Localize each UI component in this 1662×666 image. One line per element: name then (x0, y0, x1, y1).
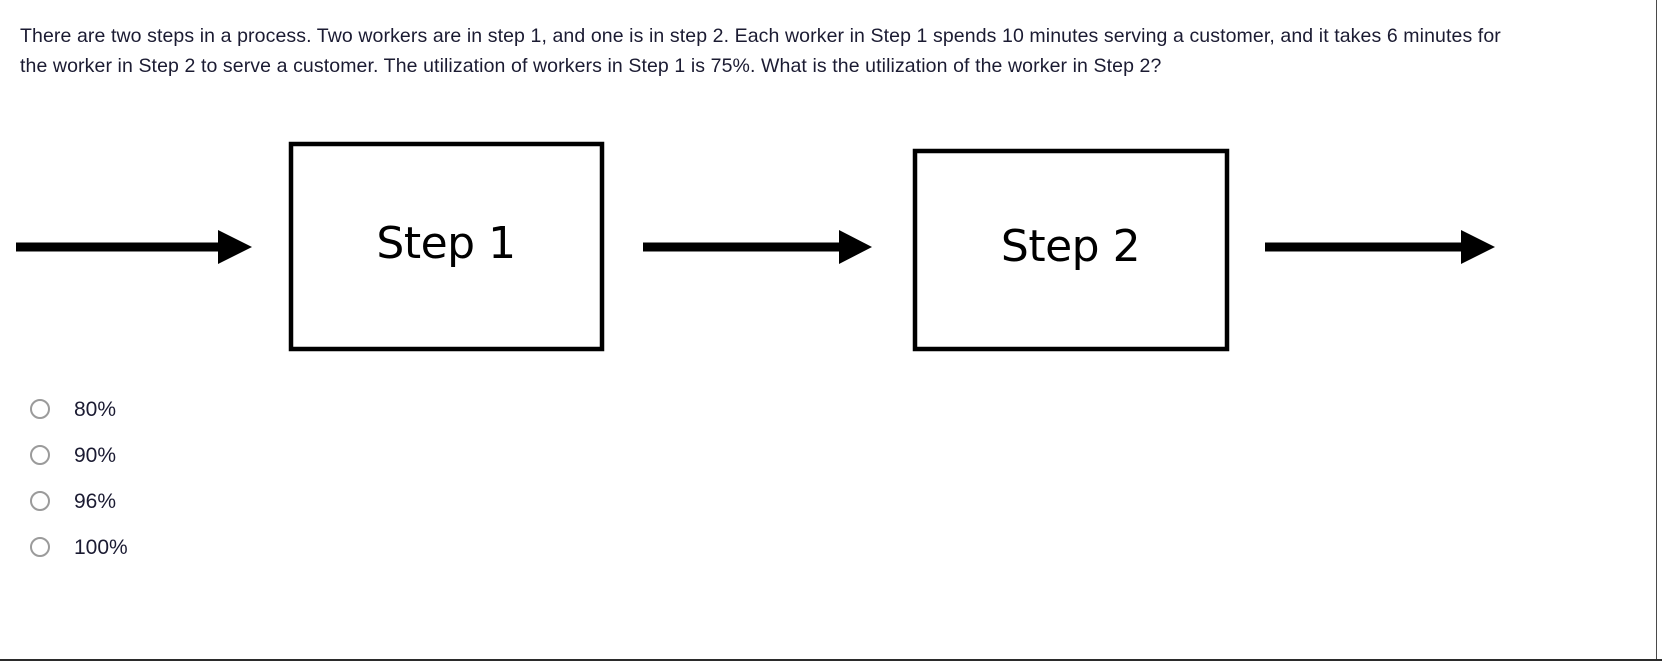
answer-option-label: 80% (74, 397, 117, 421)
answer-option-label: 90% (74, 443, 117, 467)
step1-to-step2-arrow (643, 230, 872, 264)
inflow-arrow (16, 230, 252, 264)
radio-button-80[interactable] (30, 399, 50, 419)
step-1-label: Step 1 (376, 218, 516, 269)
outflow-arrow (1265, 230, 1495, 264)
answer-option-label: 100% (74, 535, 128, 559)
bottom-divider (0, 659, 1662, 661)
radio-button-90[interactable] (30, 445, 50, 465)
question-text: There are two steps in a process. Two wo… (20, 25, 1507, 77)
answer-option-label: 96% (74, 489, 117, 513)
right-edge-rule (1656, 0, 1657, 659)
radio-button-100[interactable] (30, 537, 50, 557)
answer-option-90[interactable]: 90% (30, 432, 430, 478)
answer-options-list: 80% 90% 96% 100% (30, 386, 430, 570)
answer-option-80[interactable]: 80% (30, 386, 430, 432)
radio-button-96[interactable] (30, 491, 50, 511)
step-2-label: Step 2 (1000, 221, 1141, 272)
answer-option-96[interactable]: 96% (30, 478, 430, 524)
answer-option-100[interactable]: 100% (30, 524, 430, 570)
